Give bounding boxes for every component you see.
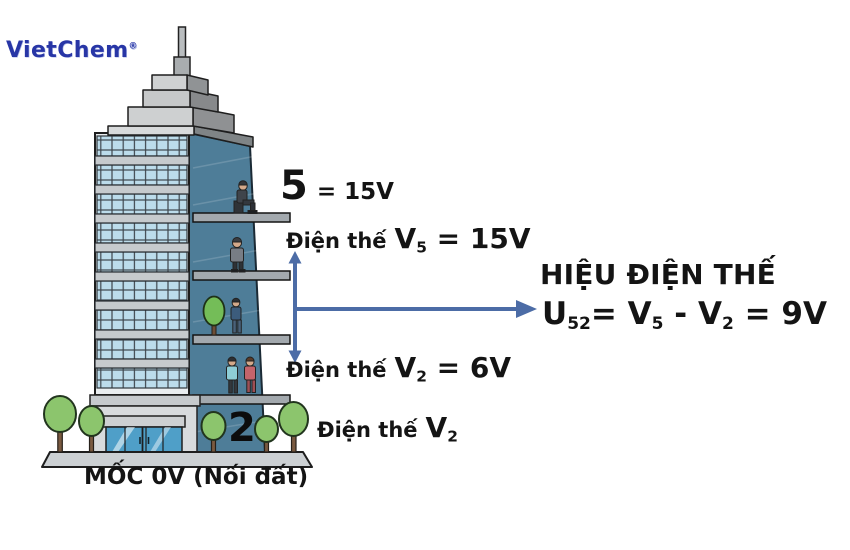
person-sitting-icon: [233, 180, 258, 214]
logo-text: VietChem: [6, 38, 129, 63]
roof-tiers: [107, 74, 254, 148]
potential5-symbol: V: [394, 222, 417, 255]
floor2-number: 2: [228, 405, 256, 451]
formula-part: 52: [567, 314, 591, 335]
ground-reference-label: MỐC 0V (Nối đất): [84, 464, 309, 490]
result-title: HIỆU ĐIỆN THẾ: [540, 258, 776, 291]
balcony-tree-icon: [202, 295, 226, 336]
potential-ground-prefix: Điện thế: [317, 418, 418, 442]
base-platform: [41, 451, 313, 468]
vietchem-logo: VietChem®: [6, 38, 138, 63]
entrance-door: [105, 426, 183, 453]
potential5-label: Điện thế V5 = 15V: [286, 222, 531, 257]
floor-strips: [94, 155, 190, 369]
tree-icon: [78, 405, 105, 453]
potential5-prefix: Điện thế: [286, 229, 387, 253]
window-bands: [96, 135, 188, 389]
tree-icon: [200, 411, 227, 453]
potential2-symbol: V: [394, 351, 417, 384]
antenna-icon: [173, 26, 191, 77]
floor5-number: 5: [280, 163, 308, 209]
tree-icon: [43, 395, 77, 453]
person-floor2-left-icon: [226, 356, 238, 394]
potential2-prefix: Điện thế: [286, 358, 387, 382]
formula-part: U: [542, 296, 568, 332]
potential-ground-symbol: V: [425, 411, 448, 444]
horizontal-arrow: [297, 300, 537, 318]
entrance: [89, 394, 201, 453]
potential5-expression: V5 = 15V: [394, 222, 531, 257]
potential-ground-expression: V2: [425, 411, 458, 446]
person-standing-icon: [230, 237, 246, 273]
tree-icon: [254, 415, 279, 453]
floor5-label: 5 = 15V: [280, 163, 394, 209]
potential-ground-label: Điện thế V2: [317, 411, 458, 446]
person-floor2-right-icon: [244, 356, 256, 393]
tree-icon: [278, 401, 309, 453]
potential2-label: Điện thế V2 = 6V: [286, 351, 512, 386]
formula-part: = V: [590, 296, 652, 332]
person-balcony-icon: [230, 297, 242, 334]
potential2-subscript: 2: [416, 367, 427, 386]
vertical-double-arrow: [288, 251, 302, 363]
potential2-expression: V2 = 6V: [394, 351, 512, 386]
potential-ground-subscript: 2: [447, 427, 458, 446]
tower-front-face: [94, 132, 190, 396]
formula-part: 5: [651, 314, 664, 335]
logo-registered-mark: ®: [128, 41, 138, 52]
floor5-value: = 15V: [316, 179, 394, 205]
formula-part: = 9V: [733, 296, 827, 332]
ground-trees: [43, 395, 309, 453]
potential5-value: = 15V: [426, 222, 531, 255]
potential5-subscript: 5: [416, 238, 427, 257]
formula-part: - V: [663, 296, 722, 332]
formula-part: 2: [721, 314, 734, 335]
potential2-value: = 6V: [426, 351, 512, 384]
voltage-formula: U52= V5 - V2 = 9V: [542, 296, 827, 335]
